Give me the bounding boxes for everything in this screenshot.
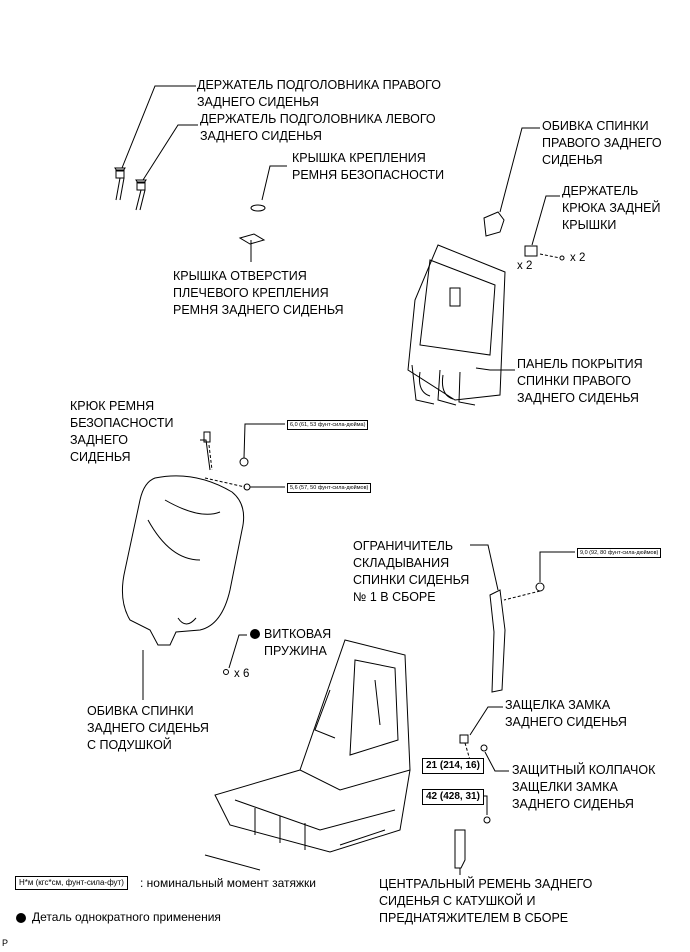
legend-single-use-text: Деталь однократного применения <box>32 910 221 924</box>
label-coil-spring: ВИТКОВАЯ ПРУЖИНА <box>264 627 332 658</box>
seatback-panel <box>407 244 506 406</box>
leader-right-upholstery <box>499 127 540 213</box>
fold-limiter-part <box>489 589 506 693</box>
torque-spec-5: 42 (428, 31) <box>422 789 484 805</box>
label-shoulder-anchor-hole-cover: КРЫШКА ОТВЕРСТИЯ ПЛЕЧЕВОГО КРЕПЛЕНИЯ РЕМ… <box>173 269 344 317</box>
seat-frame <box>204 639 411 871</box>
label-rear-cover-hook-holder: ДЕРЖАТЕЛЬ КРЮКА ЗАДНЕЙ КРЫШКИ <box>562 184 661 232</box>
label-seatback-upholstery-with-pad: ОБИВКА СПИНКИ ЗАДНЕГО СИДЕНЬЯ С ПОДУШКОЙ <box>87 704 209 752</box>
label-right-seatback-cover-panel: ПАНЕЛЬ ПОКРЫТИЯ СПИНКИ ПРАВОГО ЗАДНЕГО С… <box>517 357 643 405</box>
torque-spec-2: 5,6 (57, 50 фунт-сила-дюймов) <box>287 483 372 493</box>
center-belt-part <box>454 829 466 869</box>
leader-hook-holder <box>531 195 560 246</box>
label-x2-b: x 2 <box>570 252 586 264</box>
corner-mark: P <box>2 938 9 948</box>
headrest-holder-right <box>114 167 126 201</box>
label-x6: x 6 <box>234 668 250 680</box>
label-buckle-latch: ЗАЩЕЛКА ЗАМКА ЗАДНЕГО СИДЕНЬЯ <box>505 698 627 729</box>
shoulder-cover-part <box>238 233 266 245</box>
torque-spec-4: 21 (214, 16) <box>422 758 484 774</box>
label-right-headrest-holder: ДЕРЖАТЕЛЬ ПОДГОЛОВНИКА ПРАВОГО ЗАДНЕГО С… <box>197 78 441 109</box>
coil-spring-part <box>223 669 229 675</box>
label-left-headrest-holder: ДЕРЖАТЕЛЬ ПОДГОЛОВНИКА ЛЕВОГО ЗАДНЕГО СИ… <box>200 112 436 143</box>
headrest-holder-left <box>135 179 147 211</box>
leader-belt-cover <box>261 165 287 201</box>
label-buckle-latch-cap: ЗАЩИТНЫЙ КОЛПАЧОК ЗАЩЕЛКИ ЗАМКА ЗАДНЕГО … <box>512 763 656 811</box>
legend-single-use-dot-icon <box>16 913 26 923</box>
leader-belt-hook <box>200 439 211 471</box>
label-fold-limiter: ОГРАНИЧИТЕЛЬ СКЛАДЫВАНИЯ СПИНКИ СИДЕНЬЯ … <box>353 539 470 604</box>
belt-cover-part <box>250 204 266 212</box>
right-upholstery-part <box>483 211 505 237</box>
label-x2-a: x 2 <box>517 260 533 272</box>
leader-fold-limiter <box>470 544 499 591</box>
legend-unit-box: Н*м (кгс*см, фунт-сила-фут) <box>15 876 128 890</box>
label-belt-hook: КРЮК РЕМНЯ БЕЗОПАСНОСТИ ЗАДНЕГО СИДЕНЬЯ <box>70 399 174 464</box>
leader-cover-panel <box>475 367 515 371</box>
torque-spec-1: 6,0 (61, 53 фунт-сила-дюйма) <box>287 420 369 430</box>
hook-holder-part <box>524 245 538 257</box>
legend-unit-description: : номинальный момент затяжки <box>140 876 316 890</box>
leader-left-headrest <box>142 124 198 181</box>
label-center-belt: ЦЕНТРАЛЬНЫЙ РЕМЕНЬ ЗАДНЕГО СИДЕНЬЯ С КАТ… <box>379 877 593 925</box>
buckle-cap-part <box>480 744 488 752</box>
torque-spec-3: 9,0 (92, 80 фунт-сила-дюймов) <box>577 548 662 558</box>
label-belt-anchor-cover: КРЫШКА КРЕПЛЕНИЯ РЕМНЯ БЕЗОПАСНОСТИ <box>292 151 445 182</box>
leader-buckle-latch <box>469 706 503 736</box>
label-right-seatback-upholstery: ОБИВКА СПИНКИ ПРАВОГО ЗАДНЕГО СИДЕНЬЯ <box>542 119 662 167</box>
leader-right-headrest <box>121 85 196 169</box>
seatback-upholstery-with-pad <box>121 475 245 646</box>
single-use-dot-icon <box>250 629 260 639</box>
